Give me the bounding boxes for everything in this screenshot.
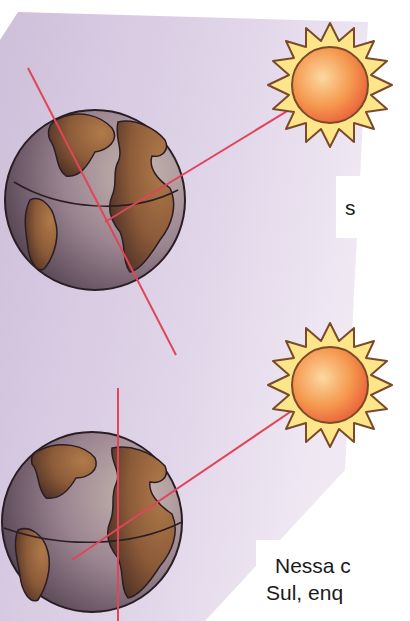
- text-fragment: s: [345, 195, 356, 220]
- text-fragment: Nessa c: [275, 553, 351, 578]
- text-panel: [336, 176, 410, 238]
- text-panel: [256, 540, 410, 621]
- text-fragment: Sul, enq: [266, 580, 343, 605]
